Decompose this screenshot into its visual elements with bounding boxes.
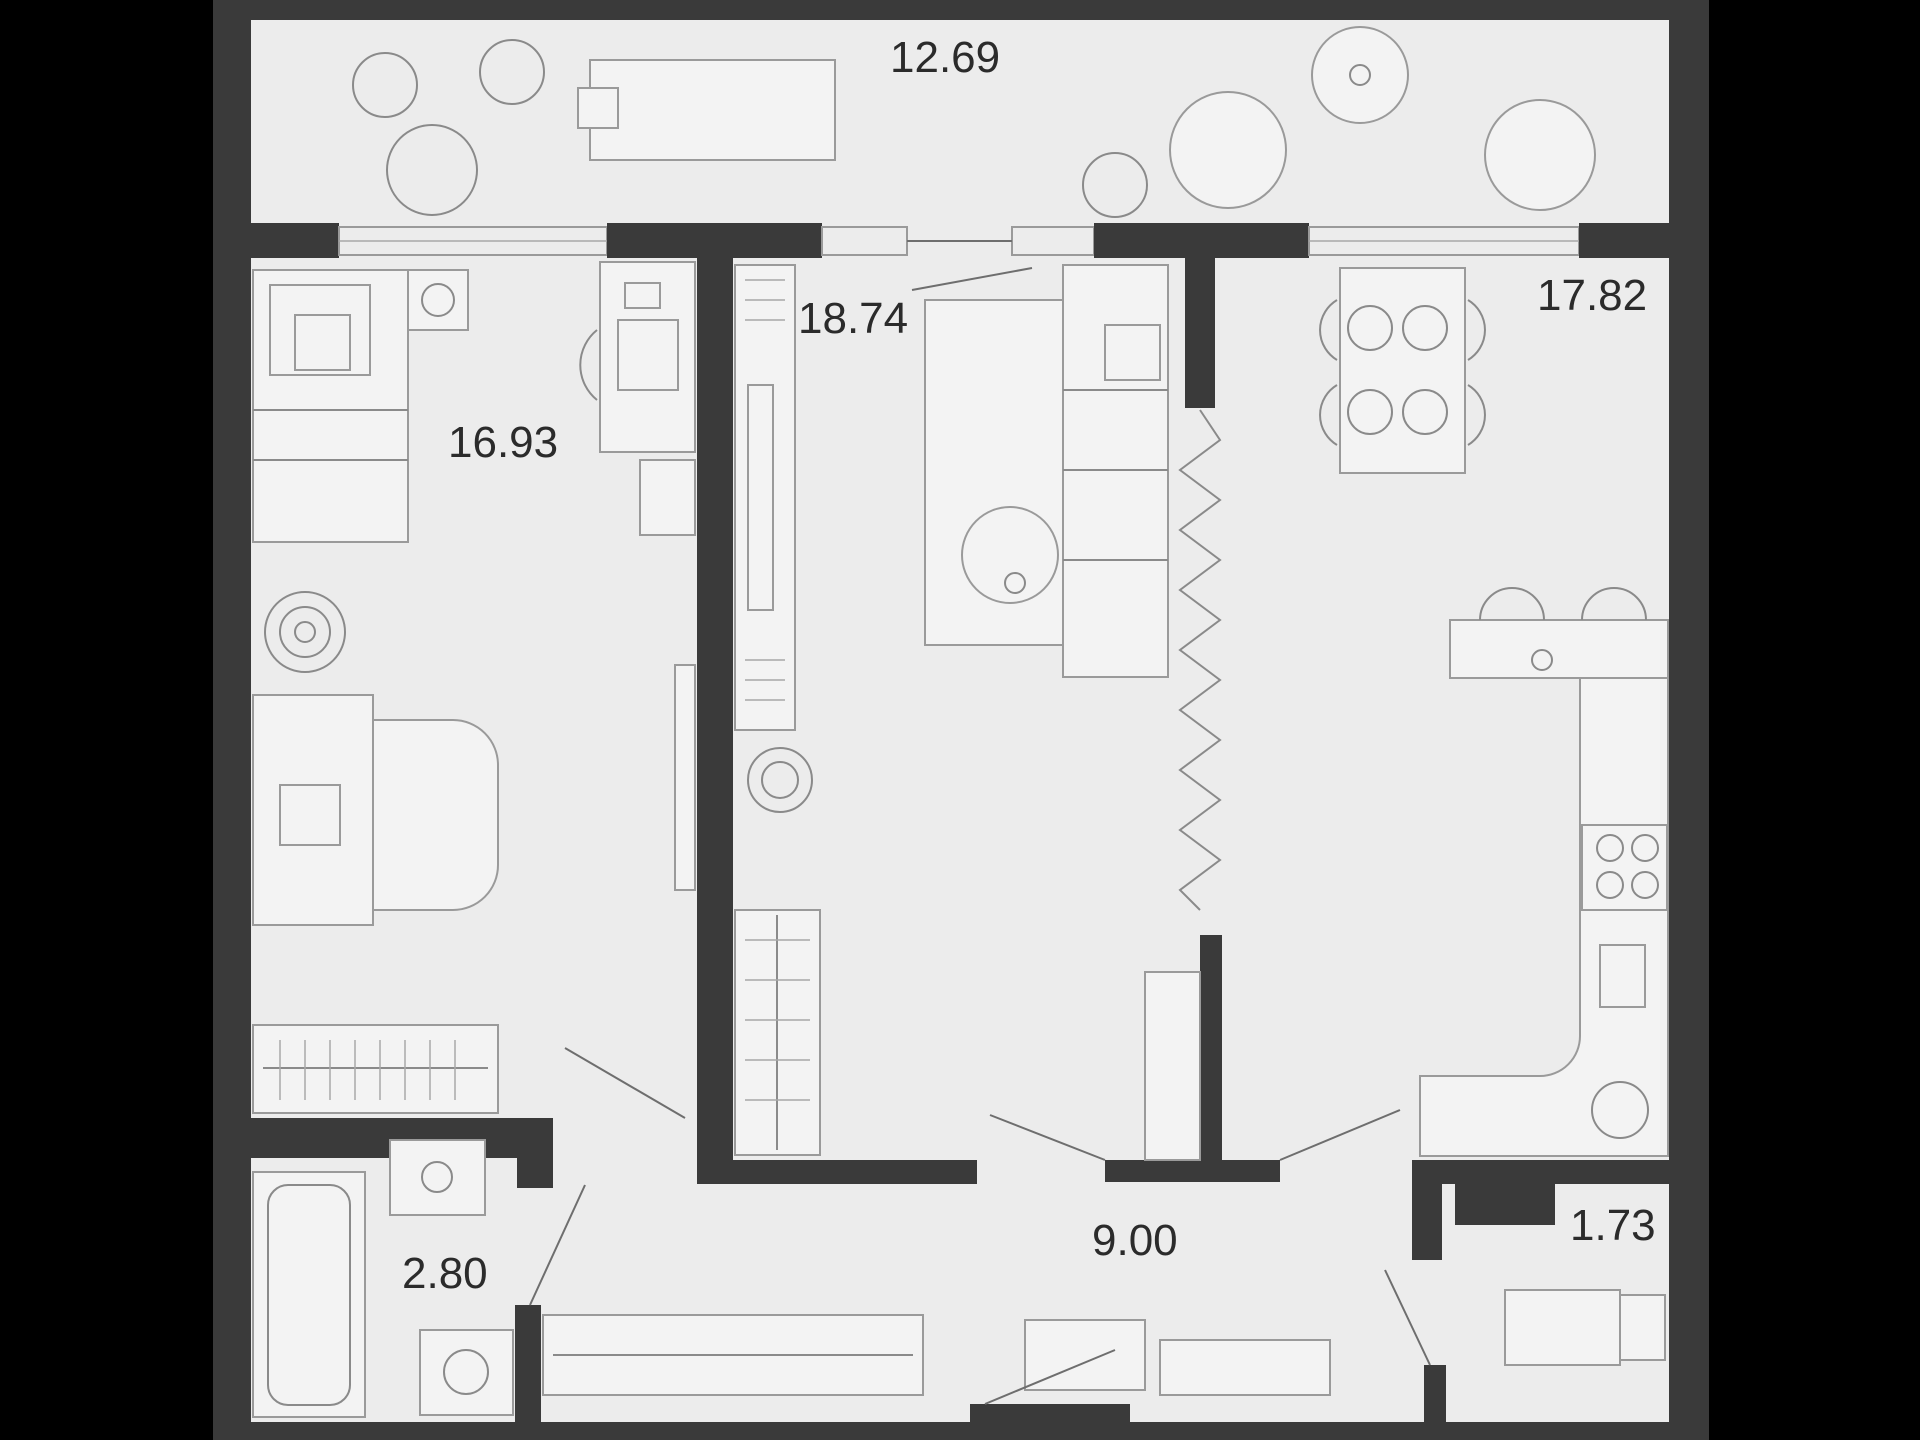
sofa	[924, 264, 1169, 678]
room-area-label: 1.73	[1570, 1201, 1656, 1250]
room-area-label: 9.00	[1092, 1216, 1178, 1265]
bedside-table	[407, 269, 469, 331]
sliding-partition	[1178, 409, 1222, 911]
tv-stand	[734, 264, 796, 731]
room-area-label: 17.82	[1537, 271, 1647, 320]
balcony-table-chairs	[1169, 26, 1596, 211]
desk	[579, 261, 696, 536]
room-area-label: 12.69	[890, 33, 1000, 82]
wardrobe-bedroom	[252, 1024, 499, 1114]
bath-sink	[389, 1139, 486, 1216]
washing-machine	[419, 1329, 514, 1416]
plant-living	[747, 747, 813, 813]
door-swings	[529, 267, 1431, 1405]
plant-bedroom	[264, 591, 346, 673]
coffee-table	[961, 506, 1059, 604]
toilet	[1455, 1175, 1666, 1366]
mirror-bedroom	[674, 664, 696, 891]
partition-walls	[251, 223, 1669, 1440]
kitchen-counter	[1419, 677, 1669, 1157]
shelf-living	[1144, 971, 1201, 1161]
room-area-label: 16.93	[448, 418, 558, 467]
sunbed	[577, 59, 836, 161]
kitchen-island	[1449, 587, 1669, 679]
armchair-bedroom	[252, 694, 499, 926]
hallway-wardrobe	[542, 1314, 924, 1396]
room-area-label: 2.80	[402, 1249, 488, 1298]
wardrobe-living	[734, 909, 821, 1156]
dining-table	[1319, 267, 1486, 474]
room-area-label: 18.74	[798, 294, 908, 343]
plants-balcony	[352, 39, 1148, 218]
bathtub	[252, 1171, 366, 1418]
bed	[252, 269, 409, 543]
